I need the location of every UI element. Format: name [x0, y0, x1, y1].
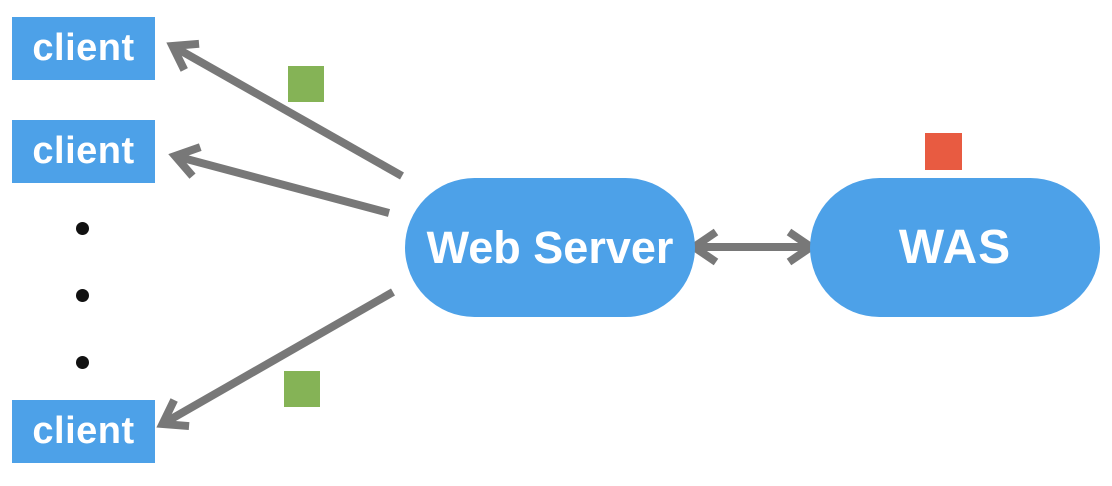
node-client-1: client	[12, 17, 155, 80]
ellipsis-dot-3	[76, 356, 89, 369]
node-client-3-label: client	[32, 410, 135, 452]
arrow-web-server-to-client-2	[168, 143, 391, 217]
node-was: WAS	[810, 178, 1100, 317]
node-client-2: client	[12, 120, 155, 183]
ellipsis-dot-2	[76, 289, 89, 302]
node-was-label: WAS	[898, 221, 1012, 274]
red-square-marker	[925, 133, 962, 170]
green-square-marker-1	[288, 66, 324, 102]
arrow-web-server-to-client-3	[156, 288, 395, 431]
green-square-marker-2	[284, 371, 320, 407]
node-web-server-label: Web Server	[426, 221, 674, 273]
node-client-2-label: client	[32, 130, 135, 172]
node-client-3: client	[12, 400, 155, 463]
node-web-server: Web Server	[405, 178, 695, 317]
node-client-1-label: client	[32, 27, 135, 69]
arrow-web-server-to-client-1	[166, 39, 404, 180]
ellipsis-dot-1	[76, 222, 89, 235]
